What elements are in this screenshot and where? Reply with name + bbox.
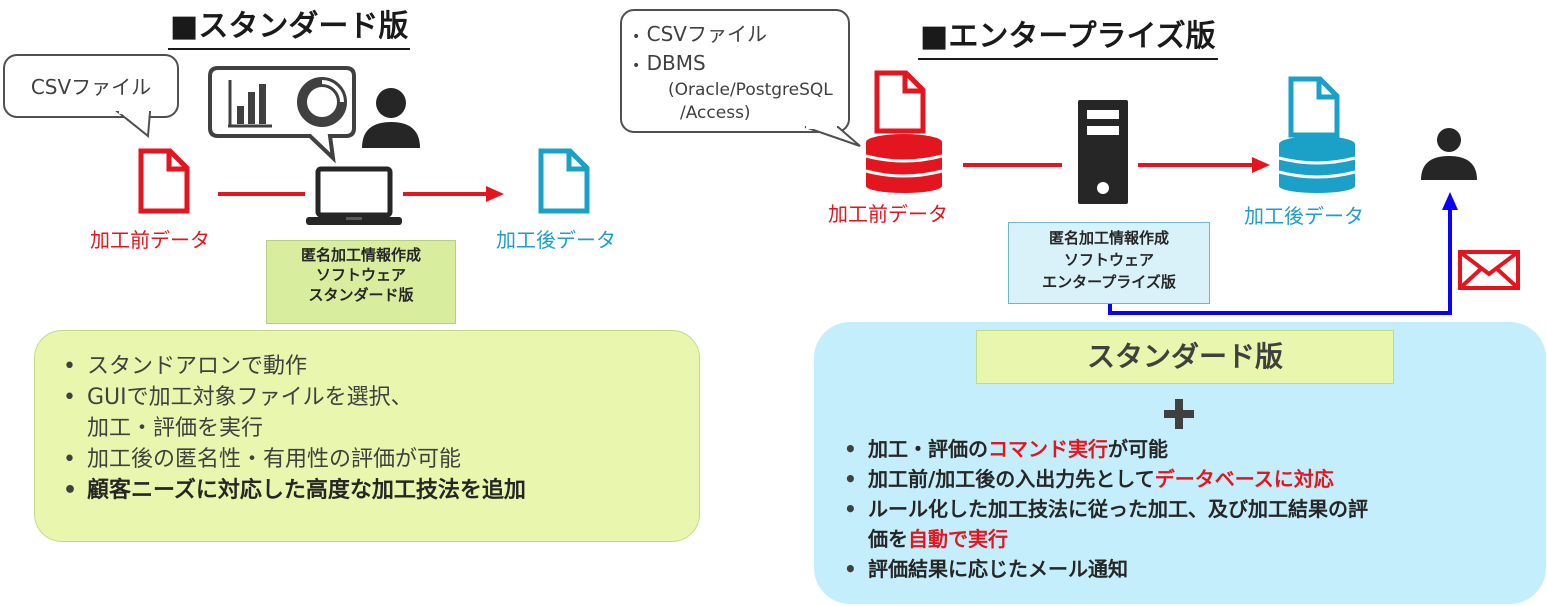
database-icon	[1278, 136, 1356, 193]
feature-highlight: データベースに対応	[1154, 467, 1334, 491]
server-icon	[1078, 100, 1128, 204]
feature-text-cont: 価を自動で実行	[868, 524, 1368, 554]
callout-item-text: DBMS	[646, 51, 706, 75]
feature-highlight: 自動で実行	[908, 527, 1008, 551]
software-box-line: 匿名加工情報作成	[1048, 229, 1169, 247]
file-icon	[538, 148, 590, 214]
feature-text-cont: 加工・評価を実行	[87, 416, 264, 441]
enterprise-before-label: 加工前データ	[828, 202, 948, 226]
feature-text: GUIで加工対象ファイルを選択、	[87, 385, 413, 410]
feature-item: 加工前/加工後の入出力先としてデータベースに対応	[838, 464, 1368, 494]
software-box-line: エンタープライズ版	[1042, 273, 1176, 291]
standard-feature-list: スタンドアロンで動作 GUIで加工対象ファイルを選択、加工・評価を実行 加工後の…	[57, 351, 526, 506]
callout-item: • DBMS	[632, 51, 706, 75]
standard-before-label: 加工前データ	[90, 228, 210, 252]
feature-item: 評価結果に応じたメール通知	[838, 554, 1368, 584]
callout-item: • CSVファイル	[632, 22, 767, 46]
software-box-line: スタンダード版	[308, 286, 414, 304]
software-box-line: ソフトウェア	[1063, 251, 1154, 269]
database-icon	[865, 134, 943, 193]
feature-text: 加工・評価の	[868, 437, 988, 461]
enterprise-feature-list: 加工・評価のコマンド実行が可能 加工前/加工後の入出力先としてデータベースに対応…	[838, 434, 1368, 584]
file-icon	[138, 148, 190, 214]
software-box-line: 匿名加工情報作成	[300, 246, 421, 264]
standard-software-box: 匿名加工情報作成 ソフトウェア スタンダード版	[266, 240, 456, 324]
feature-text: が可能	[1108, 437, 1168, 461]
csv-callout-text: CSVファイル	[30, 75, 152, 99]
file-icon	[1288, 76, 1340, 138]
dbms-callout: • CSVファイル • DBMS (Oracle/PostgreSQL /Acc…	[620, 9, 850, 133]
panel-header: スタンダード版	[976, 330, 1394, 384]
feature-item: 顧客ニーズに対応した高度な加工技法を追加	[57, 475, 526, 506]
feature-item: 加工・評価のコマンド実行が可能	[838, 434, 1368, 464]
callout-item-text: CSVファイル	[646, 22, 767, 46]
software-box-line: ソフトウェア	[315, 266, 406, 284]
plus-icon	[1164, 399, 1194, 429]
enterprise-title: ■エンタープライズ版	[918, 18, 1218, 60]
mail-icon	[1458, 250, 1520, 290]
feature-text: 価を	[868, 527, 908, 551]
feature-text: 加工前/加工後の入出力先として	[868, 467, 1155, 491]
chart-bubble-icon	[208, 66, 356, 164]
feature-highlight: コマンド実行	[988, 437, 1108, 461]
laptop-icon	[306, 166, 402, 225]
standard-after-label: 加工後データ	[496, 228, 616, 252]
feature-text: ルール化した加工技法に従った加工、及び加工結果の評	[868, 497, 1368, 521]
feature-item: 加工後の匿名性・有用性の評価が可能	[57, 444, 526, 475]
callout-sub: (Oracle/PostgreSQL	[668, 80, 833, 100]
file-icon	[874, 70, 926, 134]
dbms-callout-content: • CSVファイル • DBMS (Oracle/PostgreSQL /Acc…	[632, 21, 833, 125]
enterprise-features-panel: スタンダード版 加工・評価のコマンド実行が可能 加工前/加工後の入出力先としてデ…	[814, 322, 1546, 604]
feature-item: GUIで加工対象ファイルを選択、加工・評価を実行	[57, 382, 526, 444]
callout-sub: /Access)	[680, 103, 751, 123]
standard-title: ■スタンダード版	[168, 8, 411, 50]
enterprise-software-box: 匿名加工情報作成 ソフトウェア エンタープライズ版	[1008, 222, 1210, 304]
feature-item: スタンドアロンで動作	[57, 351, 526, 382]
enterprise-after-label: 加工後データ	[1244, 204, 1364, 228]
user-icon	[362, 88, 420, 148]
csv-callout: CSVファイル	[3, 54, 179, 118]
user-icon	[1421, 128, 1477, 180]
standard-features-panel: スタンドアロンで動作 GUIで加工対象ファイルを選択、加工・評価を実行 加工後の…	[34, 330, 700, 542]
